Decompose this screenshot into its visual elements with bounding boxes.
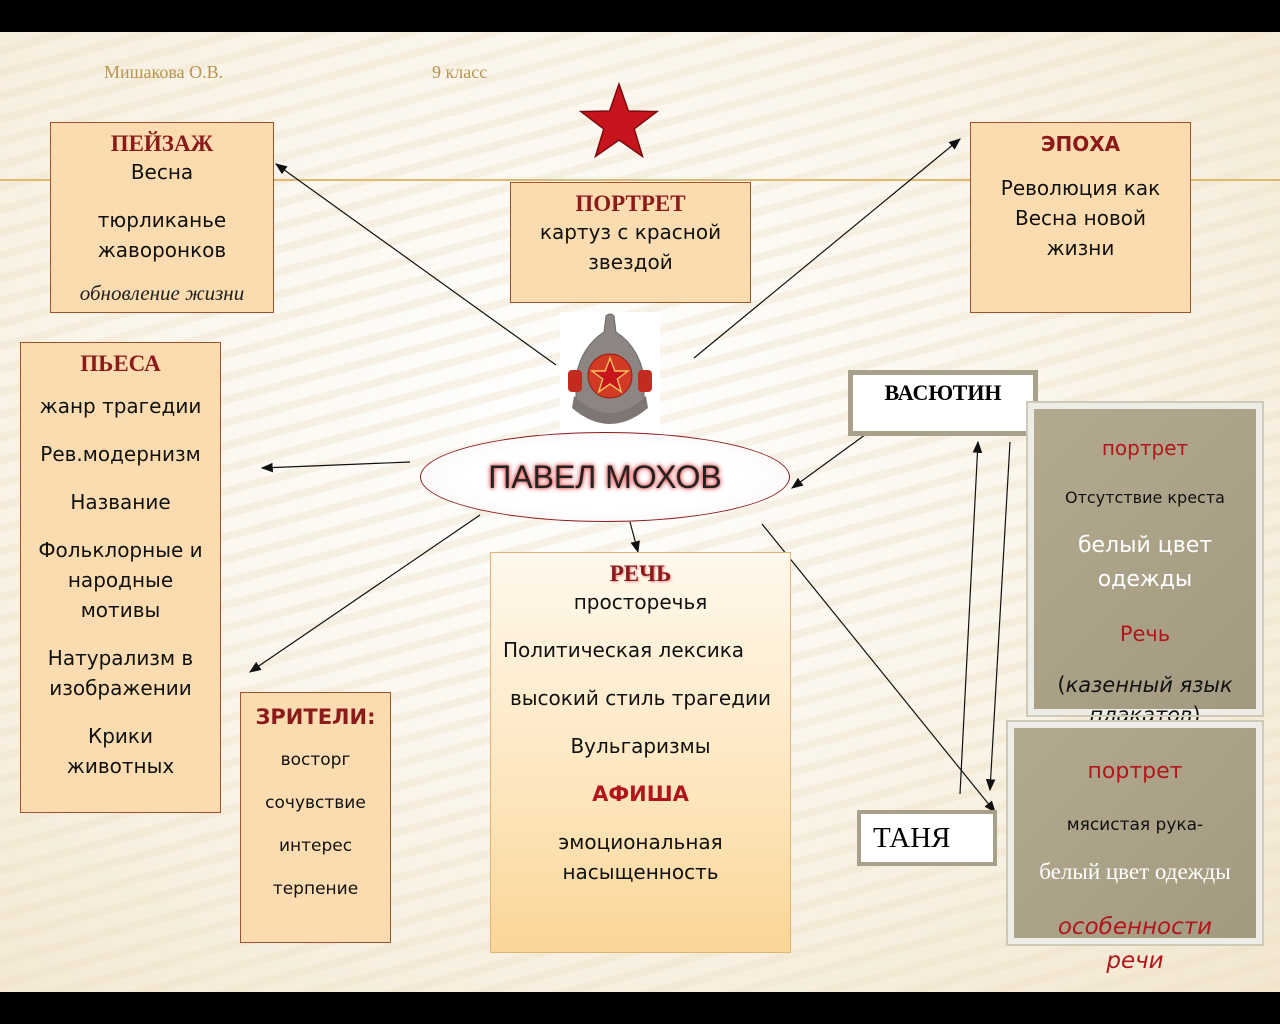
zriteli-item: сочувствие xyxy=(265,793,366,813)
rech-title: РЕЧЬ xyxy=(609,561,672,586)
budenovka-hat-icon xyxy=(560,312,660,437)
arrow-to-zriteli xyxy=(249,514,481,673)
tanya-color-text: белый цвет одежды xyxy=(1039,859,1231,884)
peyzazh-box: ПЕЙЗАЖ Весна тюрликанье жаворонков обнов… xyxy=(50,122,274,313)
tanya-speech-text: особенности речи xyxy=(1057,914,1213,974)
tanya-portrait-text: мясистая рука- xyxy=(1066,815,1204,835)
peyzazh-title: ПЕЙЗАЖ xyxy=(110,131,214,156)
vasyutin-panel: портрет Отсутствие креста белый цвет оде… xyxy=(1026,401,1264,727)
zriteli-item: восторг xyxy=(280,750,351,770)
red-star-icon xyxy=(578,82,660,159)
tanya-box: ТАНЯ xyxy=(857,810,997,866)
rech-item: Политическая лексика xyxy=(503,638,745,662)
epoha-title: ЭПОХА xyxy=(1040,132,1121,156)
vasyutin-portrait-title: портрет xyxy=(1101,436,1189,460)
rech-item: просторечья xyxy=(573,590,708,614)
center-node: ПАВЕЛ МОХОВ xyxy=(420,432,790,522)
pesa-item: Натурализм в изображении xyxy=(47,646,194,700)
arrow-vasyutin-to-tanya xyxy=(985,441,1011,792)
tanya-name: ТАНЯ xyxy=(873,821,951,854)
tanya-portrait-title: портрет xyxy=(1087,759,1183,784)
rech-item: Вульгаризмы xyxy=(570,734,711,758)
arrow-tanya-to-vasyutin xyxy=(959,440,983,795)
zriteli-item: терпение xyxy=(272,879,359,899)
pesa-title: ПЬЕСА xyxy=(80,351,161,376)
rech-box: РЕЧЬ просторечья Политическая лексика вы… xyxy=(490,552,791,953)
portret-text: картуз с красной звездой xyxy=(539,220,722,274)
afisha-title: АФИША xyxy=(592,782,689,806)
zriteli-item: интерес xyxy=(278,836,353,856)
author-credit: Мишакова О.В. xyxy=(104,62,224,82)
pesa-item: Фольклорные и народные мотивы xyxy=(38,538,203,622)
rech-item: высокий стиль трагедии xyxy=(509,686,772,710)
arrow-to-tanya xyxy=(761,523,996,813)
arrow-to-pesa xyxy=(260,461,411,473)
slide: Мишакова О.В. 9 класс ПЕЙЗАЖ Весна тюрли… xyxy=(0,32,1280,992)
afisha-text: эмоциональная насыщенность xyxy=(558,830,723,884)
pesa-item: Рев.модернизм xyxy=(40,442,201,466)
portret-box: ПОРТРЕТ картуз с красной звездой xyxy=(510,182,751,303)
pesa-item: Крики животных xyxy=(66,724,175,778)
zriteli-title: ЗРИТЕЛИ: xyxy=(255,705,376,729)
pesa-box: ПЬЕСА жанр трагедии Рев.модернизм Назван… xyxy=(20,342,221,813)
vasyutin-name: ВАСЮТИН xyxy=(884,380,1002,405)
connector-lines xyxy=(249,138,1011,813)
portret-title: ПОРТРЕТ xyxy=(575,191,686,216)
peyzazh-note: обновление жизни xyxy=(79,281,245,305)
arrow-to-rech xyxy=(629,521,640,554)
peyzazh-item: тюрликанье жаворонков xyxy=(97,208,227,262)
center-name: ПАВЕЛ МОХОВ xyxy=(488,458,722,495)
pesa-item: Название xyxy=(70,490,171,514)
vasyutin-speech-text: (казенный язык плакатов) xyxy=(1057,673,1233,727)
vasyutin-color-text: белый цвет одежды xyxy=(1077,533,1213,592)
epoha-text: Революция как Весна новой жизни xyxy=(1000,176,1161,260)
pesa-item: жанр трагедии xyxy=(39,394,202,418)
tanya-panel: портрет мясистая рука- белый цвет одежды… xyxy=(1006,720,1264,974)
decorative-rule xyxy=(0,179,1280,181)
peyzazh-item: Весна xyxy=(130,160,194,184)
vasyutin-speech-title: Речь xyxy=(1119,622,1171,646)
grade-label: 9 класс xyxy=(432,62,488,82)
arrow-to-epoha xyxy=(693,138,961,359)
arrow-to-peyzazh xyxy=(275,163,557,366)
epoha-box: ЭПОХА Революция как Весна новой жизни xyxy=(970,122,1191,313)
zriteli-box: ЗРИТЕЛИ: восторг сочувствие интерес терп… xyxy=(240,692,391,943)
vasyutin-box: ВАСЮТИН xyxy=(848,370,1038,436)
vasyutin-portrait-text: Отсутствие креста xyxy=(1065,488,1225,507)
